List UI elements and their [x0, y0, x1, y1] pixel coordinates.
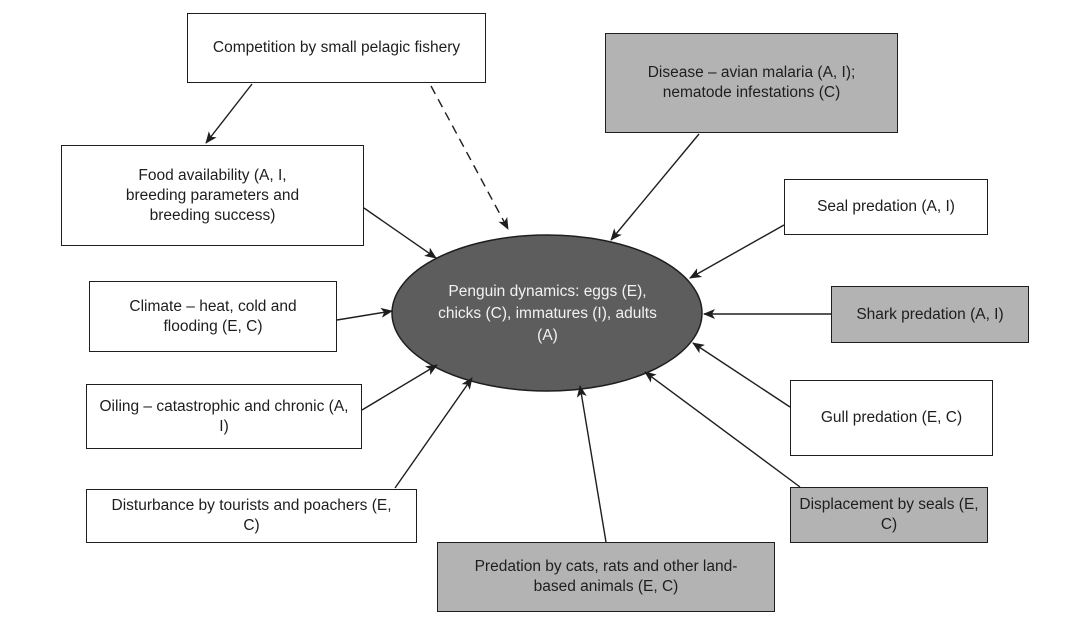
- arrow-oiling-to-center: [361, 364, 438, 411]
- factor-shark-predation: Shark predation (A, I): [831, 286, 1029, 343]
- factor-climate-label: Climate – heat, cold and flooding (E, C): [129, 297, 297, 335]
- factor-seal-predation: Seal predation (A, I): [784, 179, 988, 235]
- factor-disease-label: Disease – avian malaria (A, I); nematode…: [647, 64, 856, 101]
- arrow-land-predation-to-center: [576, 385, 607, 543]
- factor-gull-predation: Gull predation (E, C): [790, 380, 993, 456]
- arrow-disturbance-to-center: [394, 377, 473, 489]
- factor-food-label: Food availability (A, I, breeding parame…: [125, 166, 300, 224]
- factor-food: Food availability (A, I, breeding parame…: [61, 145, 364, 246]
- arrow-food-to-center: [363, 207, 437, 259]
- penguin-dynamics-text: Penguin dynamics: eggs (E), chicks (C), …: [438, 283, 657, 344]
- factor-land-predation: Predation by cats, rats and other land-b…: [437, 542, 775, 612]
- arrow-disease-to-center: [610, 133, 700, 241]
- arrow-displacement-to-center: [644, 371, 801, 488]
- penguin-dynamics-label: Penguin dynamics: eggs (E), chicks (C), …: [410, 270, 685, 358]
- factor-land-predation-label: Predation by cats, rats and other land-b…: [474, 558, 738, 595]
- factor-oiling-label: Oiling – catastrophic and chronic (A, I): [99, 397, 349, 435]
- edges-layer: [205, 83, 831, 543]
- factor-disease: Disease – avian malaria (A, I); nematode…: [605, 33, 898, 133]
- factor-seal-predation-label: Seal predation (A, I): [817, 198, 955, 215]
- arrow-seal-predation-to-center: [689, 224, 785, 279]
- factor-disturbance-label: Disturbance by tourists and poachers (E,…: [111, 497, 392, 534]
- factor-shark-predation-label: Shark predation (A, I): [856, 305, 1004, 323]
- factor-oiling: Oiling – catastrophic and chronic (A, I): [86, 384, 362, 449]
- factor-competition: Competition by small pelagic fishery: [187, 13, 486, 83]
- factor-displacement-label: Displacement by seals (E, C): [799, 496, 979, 533]
- factor-competition-label: Competition by small pelagic fishery: [212, 39, 461, 56]
- factor-climate: Climate – heat, cold and flooding (E, C): [89, 281, 337, 352]
- arrow-competition-to-food: [205, 83, 253, 144]
- arrow-climate-to-center: [336, 307, 393, 321]
- factor-disturbance: Disturbance by tourists and poachers (E,…: [86, 489, 417, 543]
- factor-displacement: Displacement by seals (E, C): [790, 487, 988, 543]
- factor-gull-predation-label: Gull predation (E, C): [820, 409, 963, 426]
- arrow-gull-predation-to-center: [692, 342, 791, 408]
- arrow-competition-to-center: [430, 85, 509, 230]
